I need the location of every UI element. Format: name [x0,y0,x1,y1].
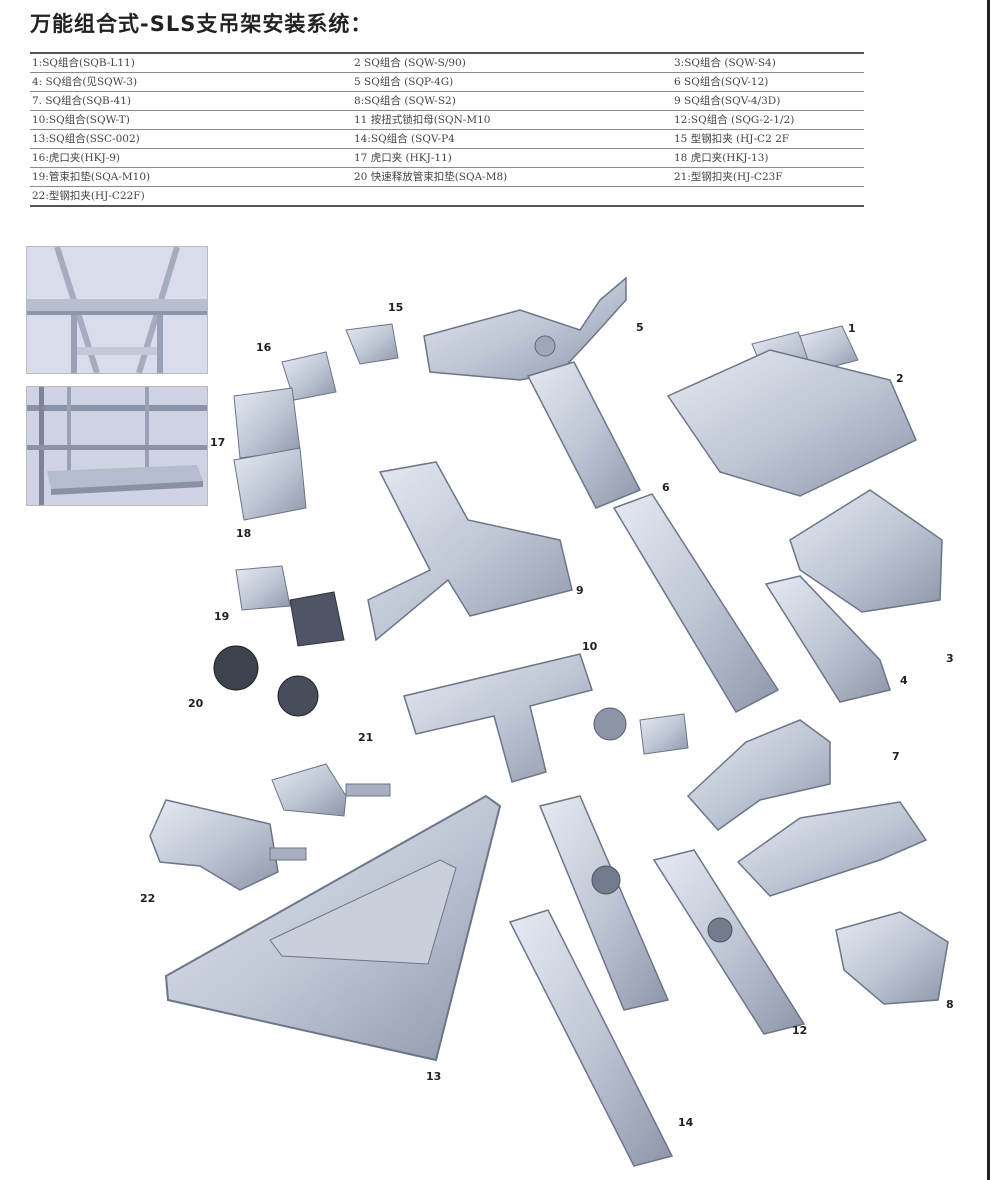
table-row: 7. SQ组合(SQB-41) 8:SQ组合 (SQW-S2) 9 SQ组合(S… [30,92,864,111]
part-label: 1 [848,322,856,335]
spec-cell: 17 虎口夹 (HKJ-11) [354,152,452,164]
part-5-hinge-bracket [423,276,627,381]
part-label: 20 [188,697,204,710]
spec-cell: 3:SQ组合 (SQW-S4) [674,57,776,69]
part-12-strip [652,849,806,1035]
part-label: 2 [896,372,904,385]
spec-cell: 9 SQ组合(SQV-4/3D) [674,95,781,107]
spec-cell: 14:SQ组合 (SQV-P4 [354,133,455,145]
table-row: 10:SQ组合(SQW-T) 11 按扭式锁扣母(SQN-M10 12:SQ组合… [30,111,864,130]
part-7-bracket [686,719,928,897]
part-17-clamp [233,387,301,459]
installation-photo-ceiling [26,246,208,374]
spec-cell: 10:SQ组合(SQW-T) [32,114,130,126]
part-2-angle-bracket [666,349,917,497]
spec-cell: 15 型钢扣夹 (HJ-C2 2F [674,133,790,145]
part-label: 16 [256,341,272,354]
part-label: 18 [236,527,251,540]
spec-cell: 13:SQ组合(SSC-002) [32,133,140,145]
table-row: 19:管束扣垫(SQA-M10) 20 快速释放管束扣垫(SQA-M8) 21:… [30,168,864,187]
part-20-pad [213,645,319,717]
spec-cell: 2 SQ组合 (SQW-S/90) [354,57,466,69]
spec-cell: 16:虎口夹(HKJ-9) [32,152,121,164]
part-label: 9 [576,584,584,597]
part-label: 3 [946,652,954,665]
spec-cell: 21:型钢扣夹(HJ-C23F [674,171,783,183]
table-row: 16:虎口夹(HKJ-9) 17 虎口夹 (HKJ-11) 18 虎口夹(HKJ… [30,149,864,168]
part-13-triangle-bracket [164,794,502,1062]
page-title: 万能组合式-SLS支吊架安装系统： [30,12,373,36]
part-label: 21 [358,731,373,744]
part-label: 6 [662,481,670,494]
part-10-tee-plate [403,653,593,783]
page-edge-rule [987,0,990,1180]
part-19-pad [235,565,345,647]
parts-illustration: 15 16 5 1 2 17 18 6 9 19 10 20 21 3 4 7 … [140,276,954,1167]
part-14-strip [508,909,674,1167]
spec-cell: 1:SQ组合(SQB-L11) [32,57,135,69]
spec-cell: 18 虎口夹(HKJ-13) [674,152,769,164]
part-label: 19 [214,610,229,623]
part-label: 8 [946,998,954,1011]
spec-cell: 5 SQ组合 (SQP-4G) [354,76,454,88]
part-plate-strip [538,795,670,1011]
spec-cell: 4: SQ组合(见SQW-3) [32,76,138,88]
spec-cell: 7. SQ组合(SQB-41) [32,95,131,107]
table-row: 13:SQ组合(SSC-002) 14:SQ组合 (SQV-P4 15 型钢扣夹… [30,130,864,149]
table-row: 1:SQ组合(SQB-L11) 2 SQ组合 (SQW-S/90) 3:SQ组合… [30,54,864,73]
part-8-fitting [835,911,949,1005]
part-16-clamp [281,351,337,401]
part-3-bracket [789,489,943,613]
part-11-nut [593,707,689,755]
part-21-clamp [271,763,391,817]
part-label: 4 [900,674,908,687]
spec-cell: 22:型钢扣夹(HJ-C22F) [32,190,145,202]
spec-cell: 6 SQ组合(SQV-12) [674,76,769,88]
part-22-clamp [149,799,307,891]
spec-cell: 11 按扭式锁扣母(SQN-M10 [354,114,491,126]
spec-cell: 20 快速释放管束扣垫(SQA-M8) [354,171,508,183]
part-label: 13 [426,1070,441,1083]
part-6-channel [526,361,780,713]
table-row: 4: SQ组合(见SQW-3) 5 SQ组合 (SQP-4G) 6 SQ组合(S… [30,73,864,92]
part-label: 17 [210,436,225,449]
part-18-clamp [233,447,307,521]
part-label: 10 [582,640,598,653]
part-label: 15 [388,301,403,314]
part-label: 5 [636,321,644,334]
spec-cell [674,187,864,205]
part-9-channel [367,461,573,642]
spec-cell: 12:SQ组合 (SQG-2-1/2) [674,114,795,126]
spec-cell: 19:管束扣垫(SQA-M10) [32,171,151,183]
part-label: 22 [140,892,155,905]
spec-cell: 8:SQ组合 (SQW-S2) [354,95,456,107]
spec-table: 1:SQ组合(SQB-L11) 2 SQ组合 (SQW-S/90) 3:SQ组合… [30,52,864,207]
part-label: 12 [792,1024,807,1037]
part-label: 7 [892,750,900,763]
part-4-bracket [764,575,891,703]
table-row: 22:型钢扣夹(HJ-C22F) [30,187,864,205]
part-15-clamp [345,323,399,365]
part-label: 14 [678,1116,694,1129]
installation-photo-cable-tray [26,386,208,506]
spec-cell [354,187,674,205]
